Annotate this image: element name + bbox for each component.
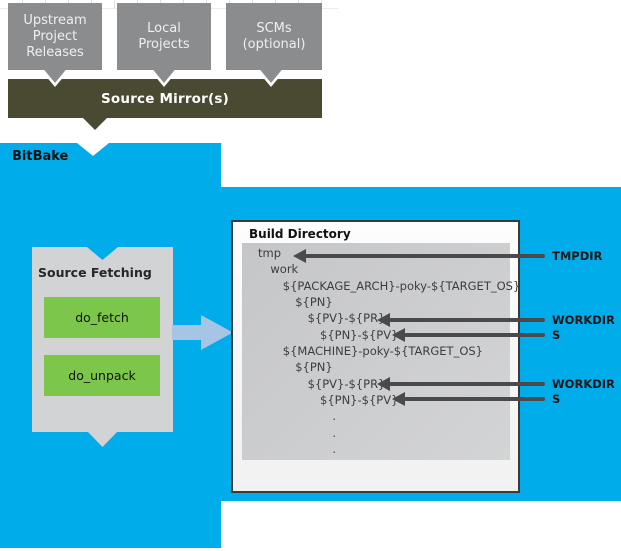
tree-line: ${PACKAGE_ARCH}-poky-${TARGET_OS} (282, 278, 521, 293)
source-fetching-title: Source Fetching (38, 265, 152, 280)
annotation-label: WORKDIR (552, 313, 615, 327)
tree-line: ${PN} (295, 360, 333, 375)
source-box-label: Local Projects (138, 20, 190, 52)
tree-line: ${MACHINE}-poky-${TARGET_OS} (282, 344, 484, 359)
directory-panel (242, 243, 510, 460)
source-fetching-box (32, 247, 173, 432)
source-box-label: SCMs (optional) (242, 20, 306, 52)
annotation-label: S (552, 392, 561, 406)
annotation-arrow-head-icon (377, 313, 390, 327)
tree-line: ${PN}-${PV} (320, 327, 399, 342)
tree-line: ${PV}-${PR} (307, 376, 386, 391)
tree-line: . (332, 442, 337, 457)
source-box: Upstream Project Releases (8, 3, 102, 70)
annotation-arrow-head-icon (293, 249, 306, 263)
annotation-label: S (552, 328, 561, 342)
annotation-label: TMPDIR (552, 249, 603, 263)
tree-line: . (332, 409, 337, 424)
annotation-arrow-line (389, 318, 545, 322)
tree-line: ${PV}-${PR} (307, 311, 386, 326)
tree-line: . (332, 425, 337, 440)
source-mirror-tail-icon (82, 117, 108, 130)
annotation-arrow-head-icon (392, 328, 405, 342)
source-mirror-label: Source Mirror(s) (100, 90, 229, 107)
source-box-tail-icon (256, 69, 286, 87)
task-box: do_fetch (44, 297, 160, 338)
source-fetching-notch-icon (87, 247, 118, 260)
task-label: do_unpack (68, 368, 136, 383)
annotation-arrow-head-icon (392, 392, 405, 406)
tree-line: ${PN}-${PV} (320, 393, 399, 408)
source-box-tail-icon (149, 69, 179, 87)
source-box-label: Upstream Project Releases (23, 12, 87, 60)
source-box: SCMs (optional) (226, 3, 322, 70)
annotation-arrow-head-icon (377, 377, 390, 391)
build-directory-title: Build Directory (249, 227, 351, 241)
tree-line: ${PN} (295, 295, 333, 310)
source-box: Local Projects (117, 3, 211, 70)
task-box: do_unpack (44, 355, 160, 396)
directory-tree: tmp work${PACKAGE_ARCH}-poky-${TARGET_OS}… (242, 245, 521, 457)
source-box-tail-icon (40, 69, 70, 87)
flow-arrow-icon (172, 315, 233, 350)
annotation-arrow-line (305, 254, 545, 258)
annotation-arrow-line (404, 397, 545, 401)
annotation-arrow-line (389, 382, 545, 386)
tree-line: work (270, 262, 299, 277)
annotation-arrow-line (404, 333, 545, 337)
task-label: do_fetch (75, 310, 129, 325)
tree-line: tmp (258, 246, 282, 260)
bitbake-label: BitBake (12, 149, 69, 164)
annotation-label: WORKDIR (552, 377, 615, 391)
source-fetching-tail-icon (87, 431, 118, 447)
bitbake-notch-icon (77, 143, 109, 156)
